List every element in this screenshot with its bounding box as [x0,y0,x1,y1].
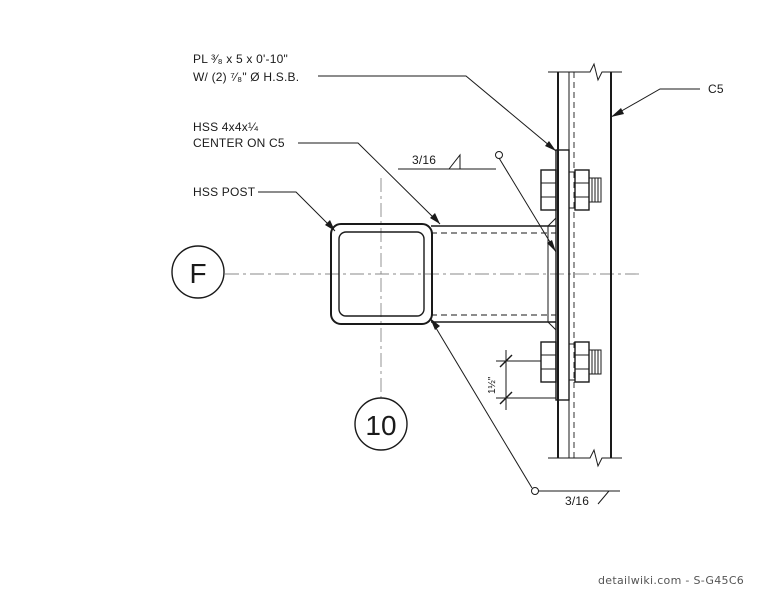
hss-post [330,223,433,325]
bolt-top [540,169,602,211]
weld-top-label: 3/16 [412,153,436,167]
bolt-spacing-label: 1½" [487,376,498,394]
hss-post-label: HSS POST [193,185,256,199]
grid-bubble-10: 10 [354,397,408,451]
plate-label-line1: PL ³⁄₈ x 5 x 0'-10" [193,52,288,66]
plate-leader [318,75,557,152]
bolt-spacing-dimension: 1½" [487,350,556,410]
hss-post-leader [258,191,336,232]
hss-beam-leader [298,142,441,225]
plate-label-line2: W/ (2) ⁷⁄₈" Ø H.S.B. [193,70,299,84]
hss-beam [431,216,557,332]
watermark: detailwiki.com - S-G45C6 [598,574,744,587]
grid-bubble-f-label: F [189,258,206,289]
channel-label: C5 [708,82,724,96]
weld-bottom-label: 3/16 [565,494,589,508]
channel-leader [610,88,700,118]
steel-plate [555,149,570,401]
bolt-bottom [540,341,602,383]
weld-symbol-top: 3/16 [398,151,557,253]
c5-channel [548,62,622,468]
grid-bubble-10-label: 10 [365,410,396,441]
hss-beam-label-line1: HSS 4x4x¼ [193,120,259,134]
grid-bubble-f: F [171,245,225,299]
hss-beam-label-line2: CENTER ON C5 [193,136,285,150]
weld-symbol-bottom: 3/16 [429,317,620,508]
